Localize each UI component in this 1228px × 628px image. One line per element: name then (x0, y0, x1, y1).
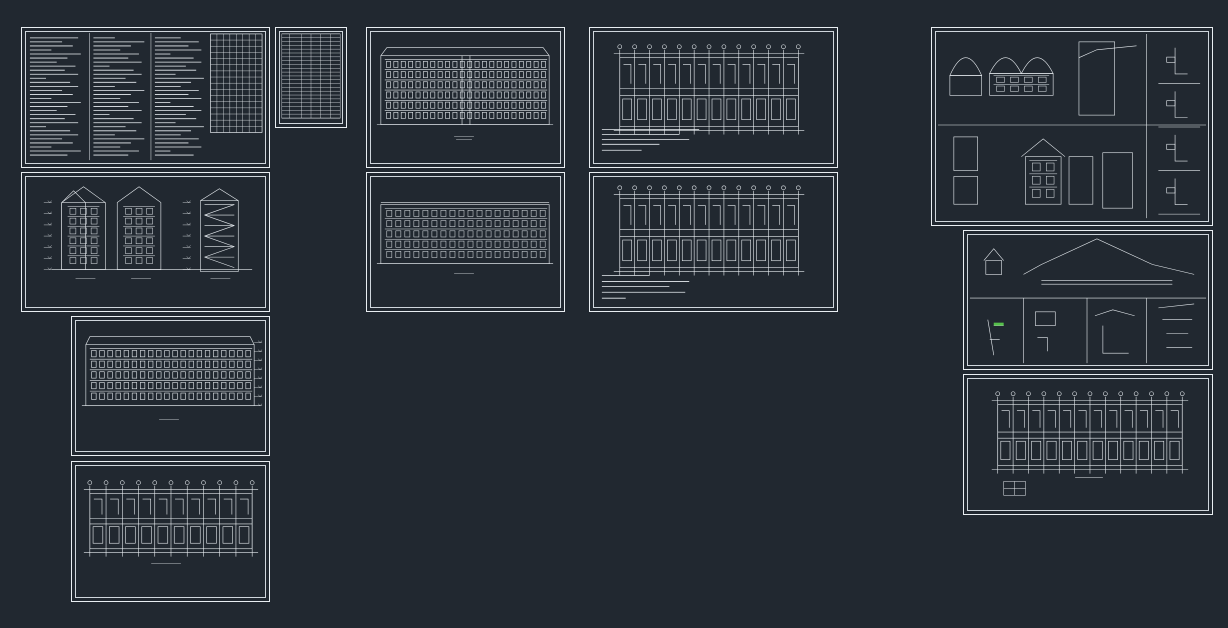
typical-floor-plan-drawing (601, 185, 805, 299)
end-elevations-drawing (43, 186, 253, 279)
details-roof-drawing (969, 238, 1207, 364)
sheet-design-notes[interactable] (21, 27, 270, 168)
sheet-border (370, 176, 561, 308)
sheet-border (593, 176, 834, 308)
ground-floor-plan-drawing (601, 44, 805, 151)
green-marker (993, 322, 1004, 326)
sheet-front-elevation[interactable] (366, 27, 565, 168)
sheet-border (967, 234, 1209, 366)
attic-plan-drawing (991, 391, 1189, 496)
sheet-border (370, 31, 561, 164)
roof-plan-drawing (83, 480, 259, 564)
sheet-border (25, 176, 266, 308)
sheet-border (75, 465, 266, 598)
sheet-roof-plan[interactable] (71, 461, 270, 602)
sheet-attic-plan[interactable] (963, 374, 1213, 515)
sheet-typical-floor-plan[interactable] (589, 172, 838, 312)
details-dormer-drawing (937, 33, 1207, 219)
schedule-table-drawing (281, 33, 341, 119)
sheet-rear-elevation[interactable] (366, 172, 565, 312)
sheet-details-roof-eave[interactable] (963, 230, 1213, 370)
side-elevation-drawing (81, 336, 263, 420)
sheet-border (593, 31, 834, 164)
sheet-border (279, 31, 343, 124)
sheet-ground-floor-plan[interactable] (589, 27, 838, 168)
design-notes-drawing (29, 32, 263, 161)
sheet-side-elevation[interactable] (71, 316, 270, 456)
sheet-border (935, 31, 1209, 222)
sheet-door-window-schedule[interactable] (275, 27, 347, 128)
front-elevation-drawing (376, 47, 554, 140)
sheet-details-dormer-window[interactable] (931, 27, 1213, 226)
sheet-border (967, 378, 1209, 511)
rear-elevation-drawing (376, 202, 554, 274)
sheet-border (75, 320, 266, 452)
sheet-border (25, 31, 266, 164)
sheet-end-elevations-section[interactable] (21, 172, 270, 312)
